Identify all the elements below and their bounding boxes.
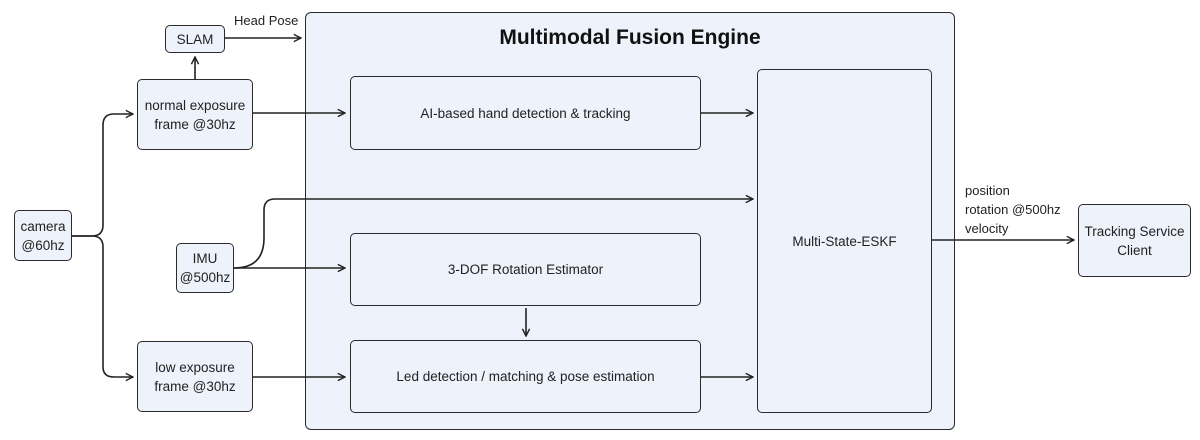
camera-label: camera @60hz (20, 218, 66, 253)
eskf-label: Multi-State-ESKF (792, 233, 897, 249)
camera-node: camera @60hz (14, 210, 72, 261)
slam-node: SLAM (165, 25, 225, 53)
rotation-estimator-node: 3-DOF Rotation Estimator (350, 233, 701, 306)
eskf-output-label: position rotation @500hz velocity (965, 183, 1061, 236)
normal-exposure-frame-node: normal exposure frame @30hz (137, 79, 253, 150)
low-exposure-frame-label: low exposure frame @30hz (154, 359, 236, 394)
low-exposure-frame-node: low exposure frame @30hz (137, 341, 253, 412)
normal-exposure-frame-label: normal exposure frame @30hz (144, 97, 246, 132)
imu-label: IMU @500hz (179, 251, 231, 285)
hand-tracking-label: AI-based hand detection & tracking (420, 105, 631, 121)
imu-node: IMU @500hz (176, 243, 234, 293)
eskf-node: Multi-State-ESKF (757, 69, 932, 413)
rotation-estimator-label: 3-DOF Rotation Estimator (447, 262, 604, 277)
head-pose-label: Head Pose (234, 13, 299, 28)
hand-tracking-node: AI-based hand detection & tracking (350, 76, 701, 150)
led-detection-node: Led detection / matching & pose estimati… (350, 340, 701, 413)
camera-to-normal-frame-arrow (72, 114, 133, 237)
led-detection-label: Led detection / matching & pose estimati… (396, 369, 655, 384)
tracking-client-label: Tracking Service Client (1084, 223, 1185, 258)
camera-to-low-frame-arrow (72, 235, 133, 377)
imu-to-eskf-arrow (233, 199, 753, 269)
tracking-client-node: Tracking Service Client (1078, 204, 1191, 277)
slam-label: SLAM (176, 31, 214, 47)
engine-title: Multimodal Fusion Engine (499, 26, 761, 49)
